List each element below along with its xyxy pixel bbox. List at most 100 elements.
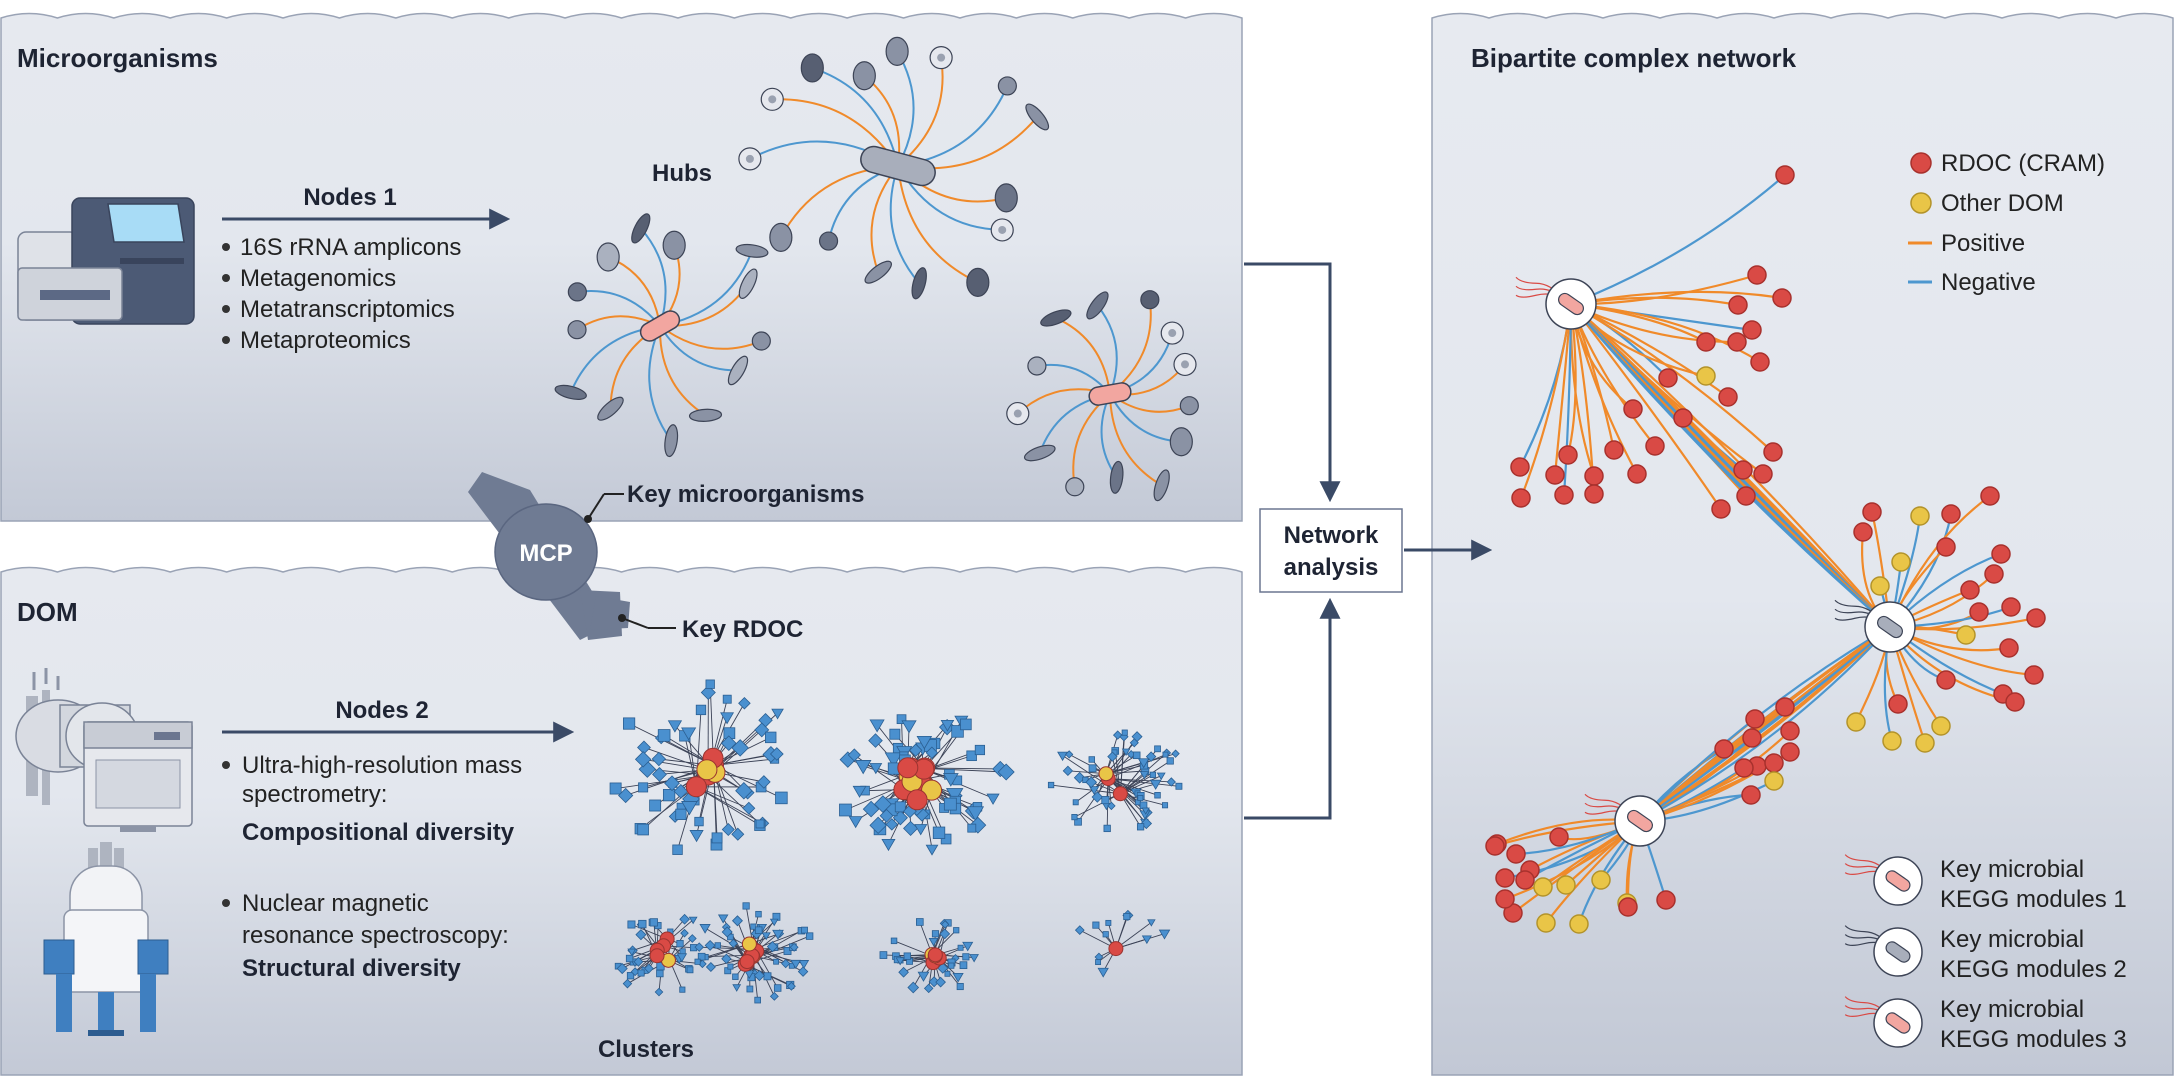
dom-node-square [626,972,635,980]
dom-node-diamond [1126,750,1136,759]
cluster-edge [707,774,761,825]
dom-node-square [732,973,739,980]
dom-node-diamond [769,747,784,761]
method-metatranscriptomics: Metatranscriptomics [240,296,455,323]
nmr-spectrometer-icon [43,842,169,1036]
dom-node-diamond [616,962,628,975]
dom-node-diamond [757,775,771,789]
network-edge [1570,303,1891,628]
microbe-cell [1153,469,1170,502]
cluster-edge [1108,778,1179,787]
dom-node-square [1133,751,1141,760]
microbe-cell [664,424,679,458]
dom-node-triangle [884,752,903,768]
other-dom-node [1882,731,1902,751]
dom-node-diamond [735,782,753,800]
rdoc-node [1853,522,1873,542]
dom-node-square [755,910,762,918]
microbe-nucleus [937,53,946,62]
module1-line1: Key microbial [1940,856,2084,883]
dom-node-square [1103,824,1111,833]
cluster-edge [1051,784,1121,795]
dom-node-triangle [744,970,755,980]
dom-node-diamond [634,751,652,768]
dom-node-triangle [916,735,933,750]
dom-node-square [916,918,924,926]
dom-node-square [638,919,647,929]
dom-node-diamond [869,816,887,835]
dom-node-diamond [879,808,894,823]
microbe-cell [738,268,758,299]
dom-node-triangle [1121,748,1131,757]
other-dom-node [1556,875,1576,895]
network-analysis-box: Network analysis [1259,508,1403,593]
rdoc-node [1618,897,1638,917]
dom-node-diamond [622,978,633,989]
connector-lines [1244,262,1493,820]
dom-node-diamond [786,981,796,991]
microbe-cell [1179,396,1199,416]
key-rdoc-label: Key RDOC [682,616,803,643]
dom-node-square [773,958,779,965]
dom-node-square [953,927,960,934]
dom-core-node [927,947,943,963]
rdoc-node [1696,332,1716,352]
rdoc-node [1656,890,1676,910]
hub-cell [1885,870,1911,892]
microbe-nucleus [1168,329,1177,338]
dom-core-node [696,759,718,781]
dom-node-diamond [742,801,756,815]
hub-cell [1885,941,1911,963]
other-dom-node [1915,733,1935,753]
rdoc-node [1485,836,1505,856]
dom-core-node [906,789,928,811]
dom-node-diamond [1062,765,1074,777]
hub-cell [1885,1012,1911,1034]
cluster-edge [628,723,714,766]
dom-node-square [896,714,907,725]
dom-methods-list: Ultra-high-resolution mass spectrometry:… [222,752,522,982]
microbe-nucleus [745,154,754,163]
cluster-edge [696,786,763,824]
cluster-edge [1108,778,1172,783]
microbe-nucleus [1013,409,1022,418]
dom-node-square [714,942,721,949]
hub-cell [1558,292,1584,316]
dom-node-square [1092,921,1100,929]
dom-node-diamond [1085,776,1098,789]
rdoc-node [1711,499,1731,519]
dom-node-triangle [681,727,697,741]
dom-node-triangle [1141,807,1150,815]
rdoc-node [1623,399,1643,419]
dom-node-diamond [633,956,644,967]
hub-network [738,36,1050,300]
hub-network [1006,290,1199,502]
rdoc-node [1734,758,1754,778]
dom-node-square [1095,959,1102,966]
cluster-edge [1077,778,1109,823]
dom-node-diamond [738,696,751,710]
dom-cluster [879,918,979,994]
dom-cluster [614,913,707,997]
method-nmr-line2: resonance spectroscopy: [242,922,509,949]
dom-core-node [897,757,919,779]
dom-node-triangle [1147,919,1156,927]
rdoc-node [1736,486,1756,506]
dom-node-diamond [766,940,779,953]
dom-core-node [685,776,707,798]
hubs-label: Hubs [652,160,712,187]
module2-icon [1844,925,1923,977]
dom-node-square [1149,771,1157,778]
key-microorganisms-label: Key microorganisms [627,481,864,508]
dom-node-triangle [895,957,905,966]
dom-node-square [1105,919,1112,926]
dom-node-diamond [1171,749,1180,758]
network-edge [1570,303,1891,628]
module1-icon [1844,854,1923,906]
microbe-cell [727,355,749,386]
rdoc-node [1764,753,1784,773]
network-edge [1519,303,1573,499]
microbe-nucleus [998,225,1007,234]
dom-node-triangle [772,929,784,940]
